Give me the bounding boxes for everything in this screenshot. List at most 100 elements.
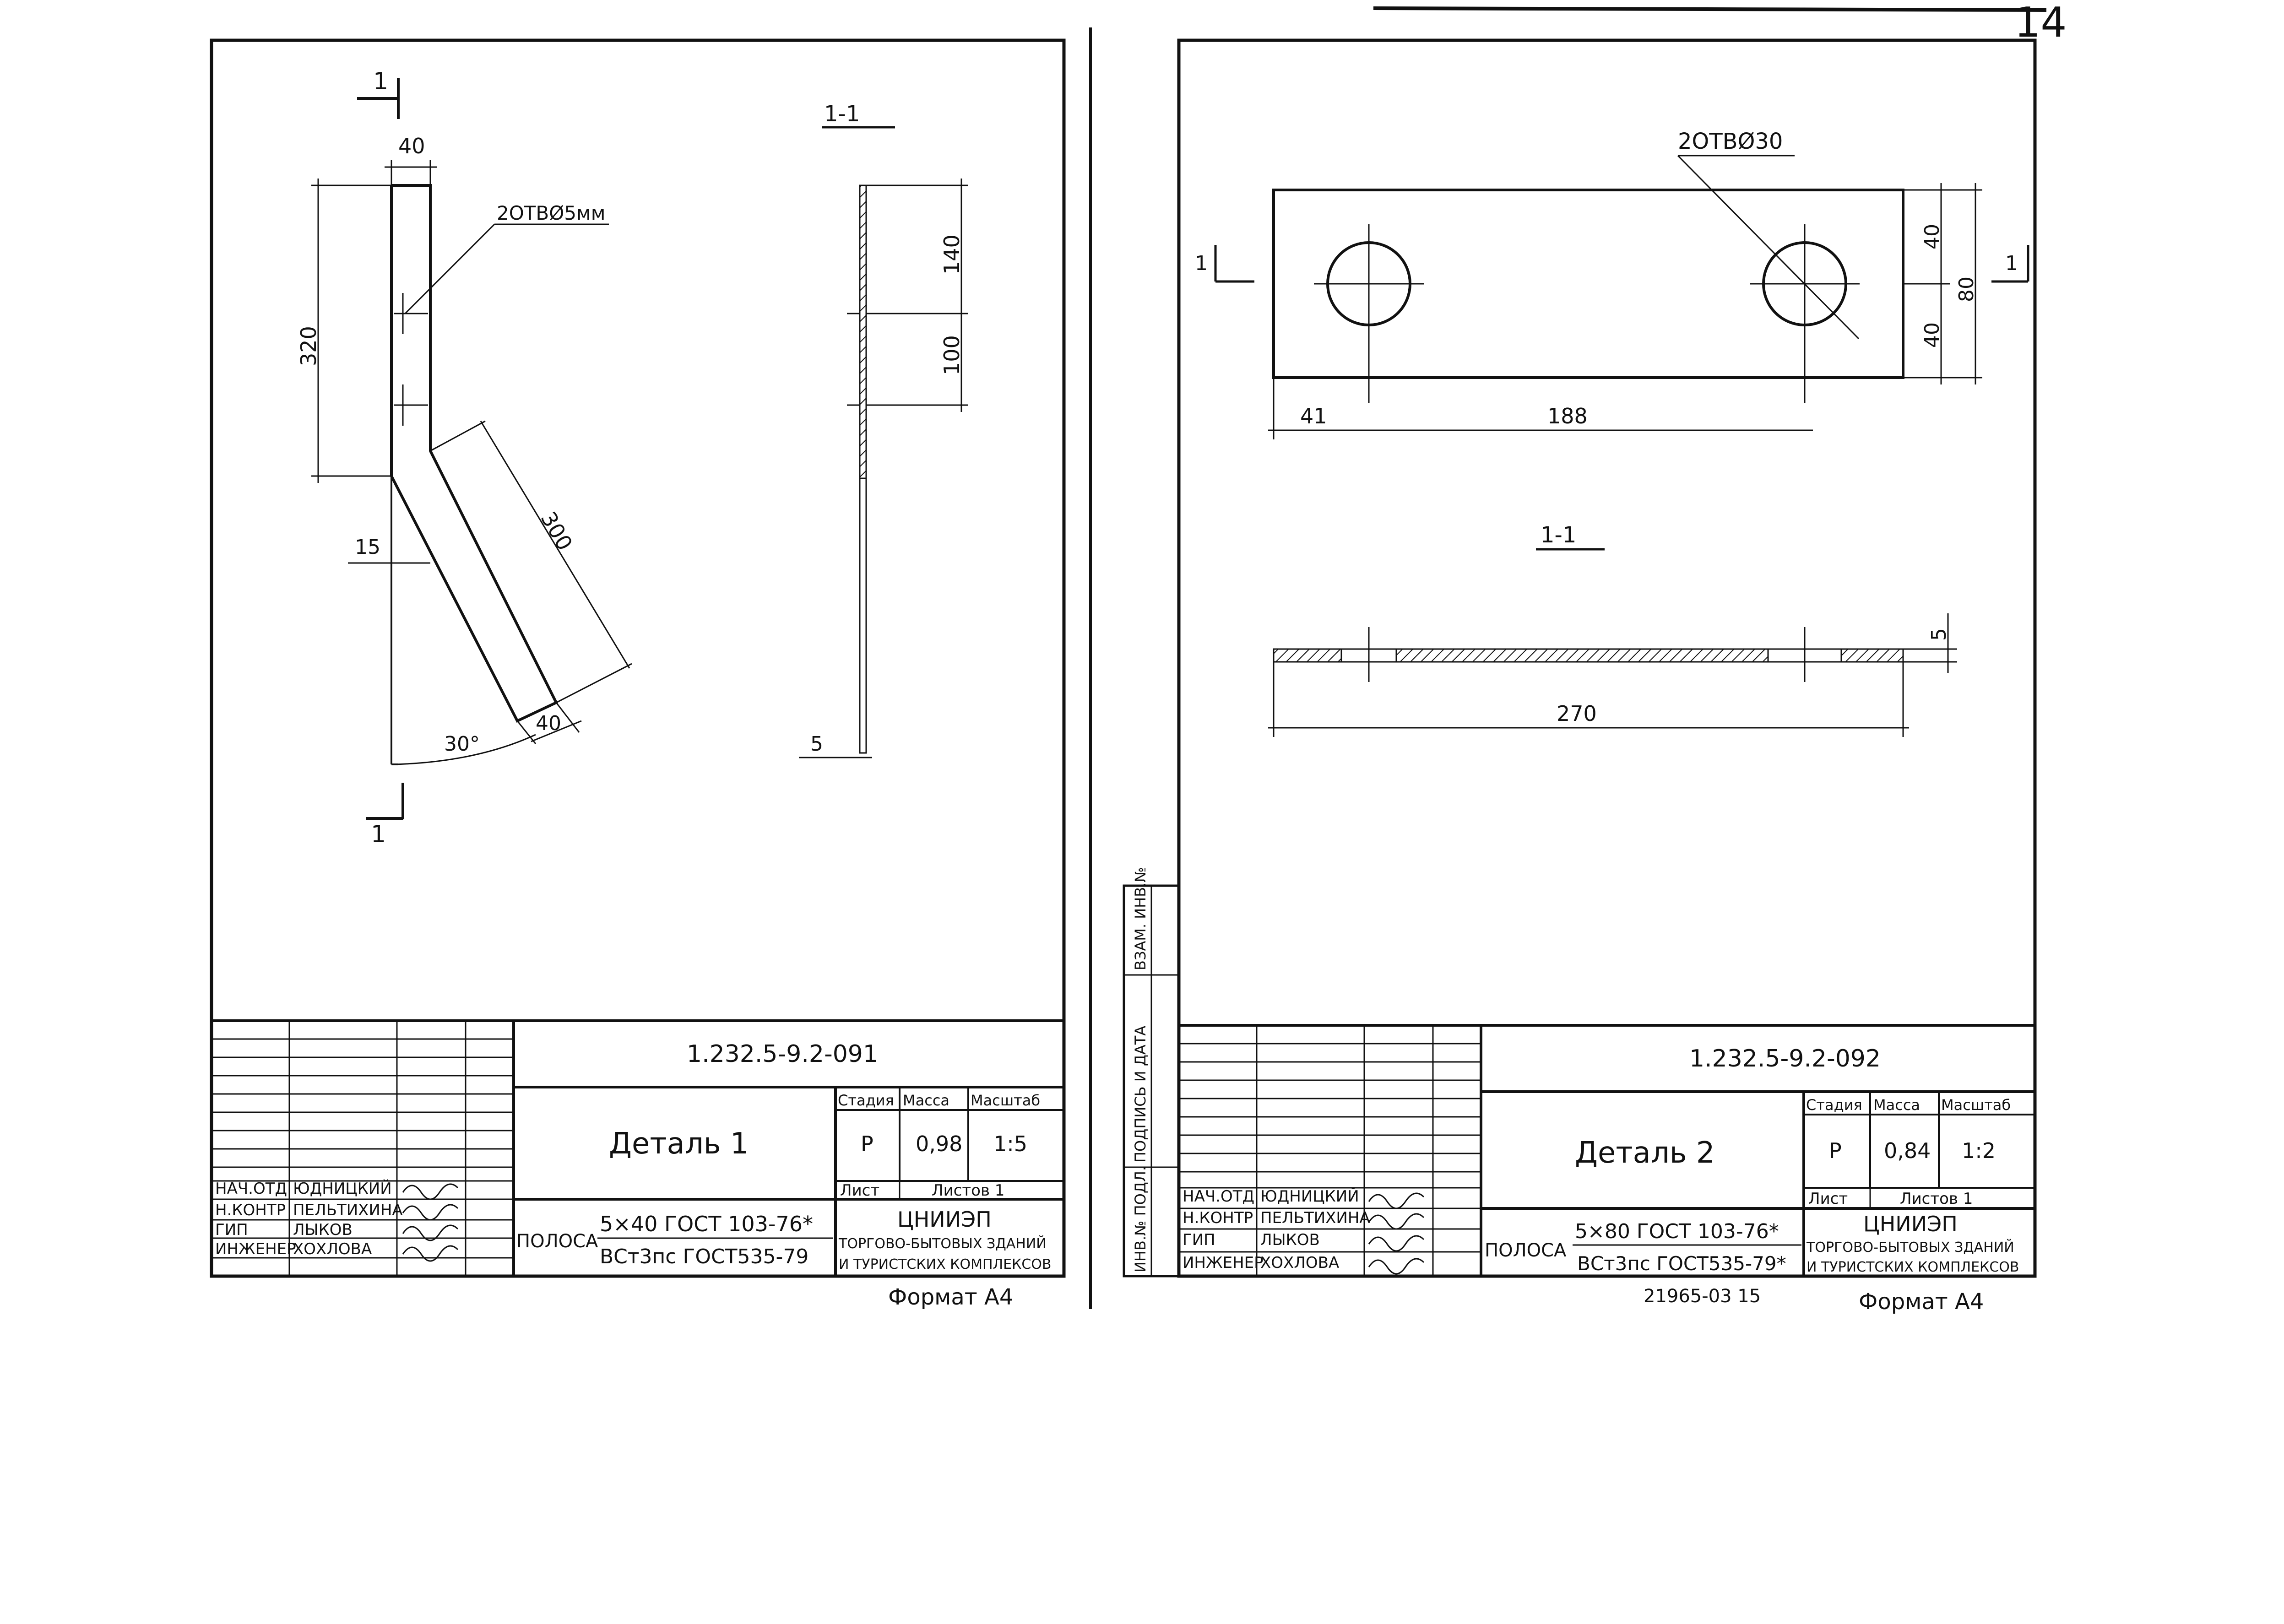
drawing-code-2: 1.232.5-9.2-092 — [1689, 1045, 1881, 1072]
sheet-2: ИНВ.№ ПОДЛ. ПОДПИСЬ И ДАТА ВЗАМ. ИНВ.№ 4… — [1123, 38, 2037, 1315]
svg-text:300: 300 — [536, 508, 577, 555]
detail-1-part — [390, 184, 559, 765]
svg-text:ГИП: ГИП — [215, 1221, 248, 1239]
section-marker-right: 1 — [1991, 245, 2029, 283]
dim-width-top: 40 — [385, 134, 437, 185]
svg-text:1:5: 1:5 — [993, 1131, 1027, 1156]
svg-text:НАЧ.ОТД: НАЧ.ОТД — [215, 1180, 287, 1198]
sheet-1: 1 1 40 — [210, 38, 1066, 1310]
svg-text:1: 1 — [371, 821, 386, 848]
svg-text:0,84: 0,84 — [1884, 1138, 1931, 1163]
svg-text:1: 1 — [1195, 252, 1208, 275]
section-marker-bottom: 1 — [366, 783, 404, 848]
svg-text:15: 15 — [355, 536, 380, 559]
signatures — [402, 1183, 459, 1262]
svg-text:Листов 1: Листов 1 — [932, 1181, 1004, 1200]
dim-bent-length: 300 — [430, 420, 632, 704]
svg-text:ЛЫКОВ: ЛЫКОВ — [293, 1221, 353, 1239]
title-block-2: НАЧ.ОТД ЮДНИЦКИЙ Н.КОНТР ПЕЛЬТИХИНА ГИП … — [1179, 1024, 2035, 1315]
hole-marks — [394, 293, 428, 426]
dim-height-upper: 320 — [296, 179, 391, 483]
svg-text:5×80 ГОСТ 103-76*: 5×80 ГОСТ 103-76* — [1575, 1220, 1779, 1243]
svg-text:2ОТВØ5мм: 2ОТВØ5мм — [497, 202, 605, 224]
svg-text:Стадия: Стадия — [838, 1092, 894, 1109]
svg-text:ЦНИИЭП: ЦНИИЭП — [897, 1207, 992, 1232]
svg-text:ПЕЛЬТИХИНА: ПЕЛЬТИХИНА — [1260, 1209, 1370, 1227]
svg-text:1: 1 — [2005, 252, 2018, 275]
svg-text:320: 320 — [296, 326, 321, 366]
svg-text:ТОРГОВО-БЫТОВЫХ ЗДАНИЙ: ТОРГОВО-БЫТОВЫХ ЗДАНИЙ — [1806, 1239, 2014, 1256]
svg-text:Р: Р — [1829, 1138, 1842, 1163]
svg-text:ПЕЛЬТИХИНА: ПЕЛЬТИХИНА — [293, 1201, 403, 1219]
svg-text:ТОРГОВО-БЫТОВЫХ ЗДАНИЙ: ТОРГОВО-БЫТОВЫХ ЗДАНИЙ — [838, 1235, 1047, 1252]
svg-text:1:2: 1:2 — [1962, 1138, 1996, 1163]
svg-text:ИНЖЕНЕР: ИНЖЕНЕР — [215, 1240, 296, 1258]
top-edge-line — [1373, 6, 2047, 12]
svg-text:ЮДНИЦКИЙ: ЮДНИЦКИЙ — [1260, 1187, 1359, 1206]
svg-text:270: 270 — [1557, 701, 1597, 726]
svg-text:Лист: Лист — [1808, 1190, 1848, 1208]
svg-text:1-1: 1-1 — [824, 101, 860, 127]
sheet-2-frame — [1177, 38, 2037, 1278]
format-label-2: Формат А4 — [1859, 1289, 1984, 1315]
svg-text:Масштаб: Масштаб — [1941, 1096, 2011, 1114]
svg-text:1-1: 1-1 — [1541, 522, 1576, 548]
dim-holes-leader: 2ОТВØ5мм — [404, 202, 609, 314]
svg-text:ПОЛОСА: ПОЛОСА — [516, 1231, 598, 1252]
svg-text:40: 40 — [398, 134, 425, 158]
svg-text:ЛЫКОВ: ЛЫКОВ — [1260, 1231, 1320, 1249]
dim-angle: 30° — [393, 732, 536, 765]
svg-text:40: 40 — [1921, 322, 1944, 348]
svg-text:0,98: 0,98 — [916, 1131, 962, 1156]
svg-text:ИНВ.№ ПОДЛ.: ИНВ.№ ПОДЛ. — [1132, 1166, 1149, 1272]
svg-text:1: 1 — [373, 68, 388, 95]
section-marker-left: 1 — [1195, 245, 1254, 283]
svg-text:Масса: Масса — [1873, 1096, 1920, 1114]
svg-text:ИНЖЕНЕР: ИНЖЕНЕР — [1183, 1254, 1264, 1272]
svg-text:Р: Р — [861, 1131, 873, 1156]
dim-bent-width: 40 — [516, 702, 582, 744]
format-label-1: Формат А4 — [888, 1284, 1013, 1310]
svg-text:Листов 1: Листов 1 — [1900, 1190, 1973, 1208]
svg-text:ХОХЛОВА: ХОХЛОВА — [1260, 1254, 1339, 1272]
side-stamp: ИНВ.№ ПОДЛ. ПОДПИСЬ И ДАТА ВЗАМ. ИНВ.№ — [1123, 867, 1180, 1278]
bottom-code: 21965-03 15 — [1644, 1286, 1761, 1307]
svg-text:ХОХЛОВА: ХОХЛОВА — [293, 1240, 372, 1258]
svg-text:ПОДПИСЬ И ДАТА: ПОДПИСЬ И ДАТА — [1132, 1026, 1149, 1163]
svg-text:41: 41 — [1300, 404, 1327, 428]
svg-text:188: 188 — [1547, 404, 1588, 428]
dim-offset: 15 — [348, 536, 430, 564]
svg-text:Н.КОНТР: Н.КОНТР — [215, 1201, 286, 1219]
svg-text:ВСт3пс ГОСТ535-79*: ВСт3пс ГОСТ535-79* — [1577, 1252, 1786, 1275]
section-view-2: 1-1 270 5 — [1268, 522, 1957, 737]
svg-text:100: 100 — [939, 335, 964, 375]
svg-text:80: 80 — [1955, 276, 1978, 302]
part-name-1: Деталь 1 — [609, 1127, 749, 1161]
svg-text:5: 5 — [1927, 628, 1951, 641]
svg-text:40: 40 — [1921, 224, 1944, 249]
svg-text:Лист: Лист — [840, 1181, 879, 1200]
svg-text:40: 40 — [536, 712, 561, 735]
svg-text:140: 140 — [939, 234, 964, 275]
svg-text:Стадия: Стадия — [1806, 1096, 1862, 1114]
svg-text:ВЗАМ. ИНВ.№: ВЗАМ. ИНВ.№ — [1132, 867, 1149, 970]
svg-text:30°: 30° — [444, 732, 480, 756]
svg-text:Н.КОНТР: Н.КОНТР — [1183, 1209, 1253, 1227]
sheet-1-frame — [210, 38, 1066, 1278]
section-view-1: 1-1 140 100 5 — [799, 101, 968, 758]
detail-2-plan: 41 188 40 40 80 2ОТВØ30 1 1 — [1195, 129, 2029, 439]
svg-text:ЮДНИЦКИЙ: ЮДНИЦКИЙ — [293, 1179, 392, 1198]
section-marker-top: 1 — [357, 68, 400, 119]
svg-text:ЦНИИЭП: ЦНИИЭП — [1863, 1212, 1958, 1236]
drawing-code-1: 1.232.5-9.2-091 — [687, 1040, 878, 1068]
svg-text:Масштаб: Масштаб — [971, 1092, 1040, 1109]
signatures — [1368, 1192, 1425, 1275]
svg-text:ГИП: ГИП — [1183, 1231, 1215, 1249]
svg-text:И ТУРИСТСКИХ КОМПЛЕКСОВ: И ТУРИСТСКИХ КОМПЛЕКСОВ — [1807, 1259, 2019, 1275]
svg-text:Масса: Масса — [903, 1092, 949, 1109]
svg-text:НАЧ.ОТД: НАЧ.ОТД — [1183, 1187, 1254, 1206]
part-name-2: Деталь 2 — [1575, 1136, 1715, 1170]
svg-text:5: 5 — [810, 732, 823, 756]
svg-text:ВСт3пс ГОСТ535-79: ВСт3пс ГОСТ535-79 — [600, 1245, 808, 1268]
